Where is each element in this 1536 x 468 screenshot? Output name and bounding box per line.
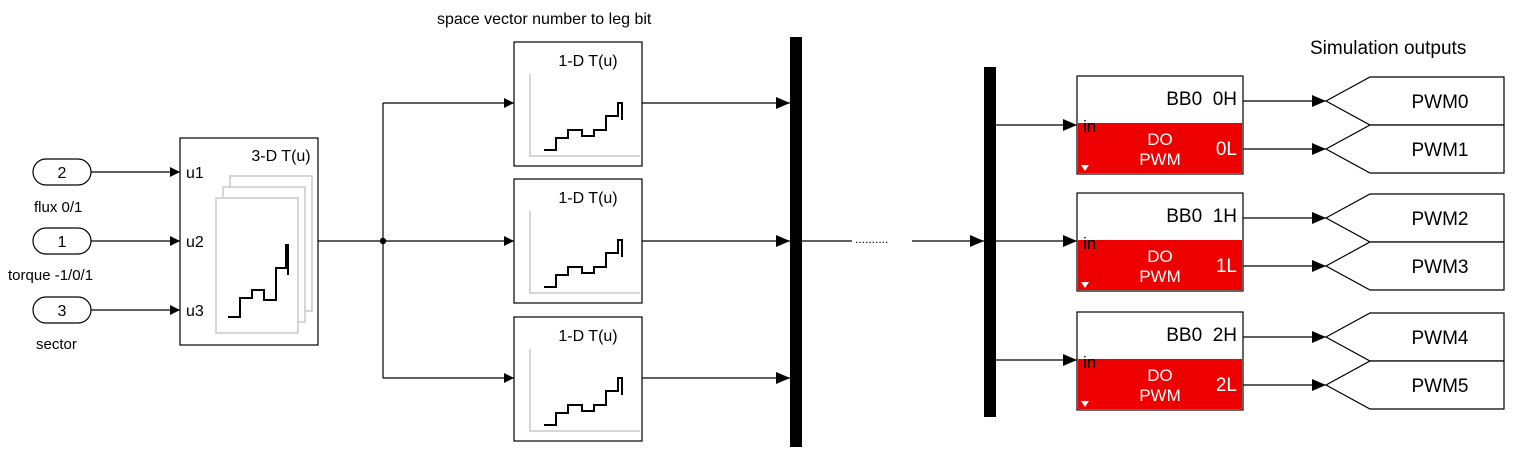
outport-label: PWM2 bbox=[1412, 209, 1469, 230]
pwm-header: BB0 2H bbox=[1166, 325, 1237, 346]
port-u3: u3 bbox=[186, 303, 204, 320]
lookup-table-1d-2[interactable]: 1-D T(u) bbox=[513, 178, 643, 304]
lut1d-title: 1-D T(u) bbox=[558, 328, 617, 345]
pwm-pwm-label: PWM bbox=[1139, 386, 1181, 405]
lut1d-graph-icon bbox=[529, 211, 640, 294]
outport-pwm5[interactable]: PWM5 bbox=[1324, 360, 1505, 410]
annotation-space-vector: space vector number to leg bit bbox=[437, 11, 652, 28]
pwm-block-2[interactable]: in BB0 2H DO PWM 2L bbox=[1076, 311, 1244, 411]
pwm-red-panel bbox=[1078, 359, 1242, 409]
pwm-low-pin: 2L bbox=[1216, 375, 1237, 396]
port-u1: u1 bbox=[186, 165, 204, 182]
outport-pwm0[interactable]: PWM0 bbox=[1324, 76, 1505, 126]
pwm-in-label: in bbox=[1083, 234, 1096, 253]
lut1d-graph-icon bbox=[529, 74, 640, 157]
block-mask-icon bbox=[1081, 401, 1089, 407]
inport-label-flux: flux 0/1 bbox=[34, 199, 82, 216]
pwm-do-label: DO bbox=[1147, 130, 1173, 149]
outport-pwm1[interactable]: PWM1 bbox=[1324, 124, 1505, 174]
outport-label: PWM1 bbox=[1412, 140, 1469, 161]
lookup-table-1d-3[interactable]: 1-D T(u) bbox=[513, 316, 643, 442]
mux-bar[interactable] bbox=[790, 37, 802, 447]
lut3d-stacked-graph-icon bbox=[215, 175, 313, 334]
lut3d-title: 3-D T(u) bbox=[251, 148, 310, 165]
pwm-do-label: DO bbox=[1147, 366, 1173, 385]
signal-dots: .......... bbox=[855, 232, 888, 246]
block-mask-icon bbox=[1081, 282, 1089, 288]
outport-label: PWM0 bbox=[1412, 92, 1469, 113]
annotation-simulation-outputs: Simulation outputs bbox=[1310, 38, 1466, 59]
inport-number: 3 bbox=[58, 303, 67, 320]
pwm-block-1[interactable]: in BB0 1H DO PWM 1L bbox=[1076, 192, 1244, 292]
pwm-do-label: DO bbox=[1147, 247, 1173, 266]
outport-pwm2[interactable]: PWM2 bbox=[1324, 193, 1505, 243]
pwm-red-panel bbox=[1078, 240, 1242, 290]
block-mask-icon bbox=[1081, 165, 1089, 171]
pwm-pwm-label: PWM bbox=[1139, 267, 1181, 286]
inport-sector[interactable]: 3 bbox=[32, 296, 92, 324]
port-u2: u2 bbox=[186, 234, 204, 251]
pwm-in-label: in bbox=[1083, 353, 1096, 372]
pwm-header: BB0 1H bbox=[1166, 206, 1237, 227]
lookup-table-3d[interactable]: 3-D T(u) u1 u2 u3 bbox=[179, 137, 319, 346]
inport-torque[interactable]: 1 bbox=[32, 227, 92, 255]
pwm-pwm-label: PWM bbox=[1139, 150, 1181, 169]
pwm-header: BB0 0H bbox=[1166, 89, 1237, 110]
pwm-low-pin: 1L bbox=[1216, 256, 1237, 277]
outport-pwm4[interactable]: PWM4 bbox=[1324, 312, 1505, 362]
pwm-low-pin: 0L bbox=[1216, 139, 1237, 160]
outport-label: PWM3 bbox=[1412, 257, 1469, 278]
pwm-in-label: in bbox=[1083, 117, 1096, 136]
outport-label: PWM4 bbox=[1412, 328, 1469, 349]
outport-label: PWM5 bbox=[1412, 376, 1469, 397]
inport-label-torque: torque -1/0/1 bbox=[8, 267, 93, 284]
pwm-block-0[interactable]: in BB0 0H DO PWM 0L bbox=[1076, 75, 1244, 175]
lut1d-title: 1-D T(u) bbox=[558, 190, 617, 207]
outport-pwm3[interactable]: PWM3 bbox=[1324, 241, 1505, 291]
pwm-red-panel bbox=[1078, 123, 1242, 173]
inport-number: 1 bbox=[58, 234, 67, 251]
lut1d-graph-icon bbox=[529, 349, 640, 432]
lut1d-title: 1-D T(u) bbox=[558, 53, 617, 70]
lookup-table-1d-1[interactable]: 1-D T(u) bbox=[513, 41, 643, 167]
demux-bar[interactable] bbox=[984, 67, 996, 417]
inport-flux[interactable]: 2 bbox=[32, 158, 92, 186]
inport-label-sector: sector bbox=[36, 336, 77, 353]
inport-number: 2 bbox=[58, 165, 67, 182]
